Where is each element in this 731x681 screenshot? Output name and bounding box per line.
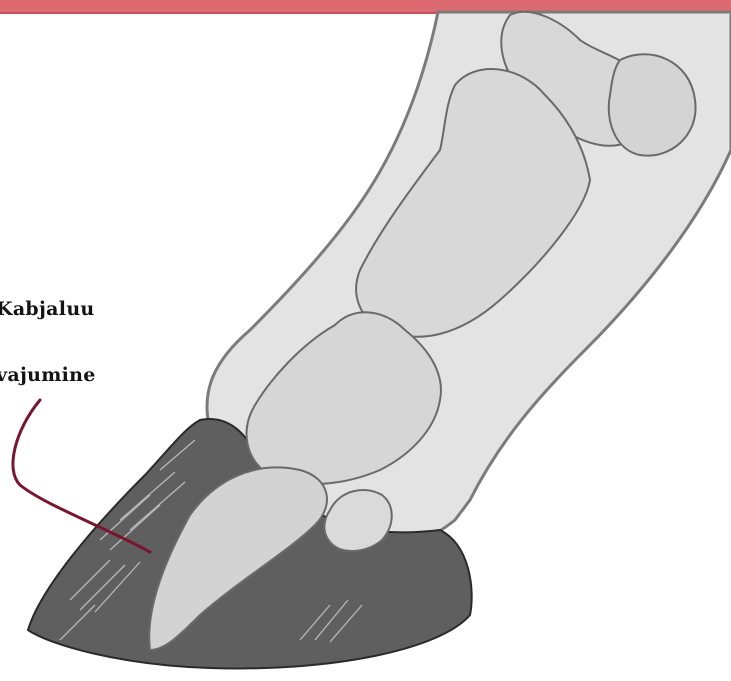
annotation-label-line-1: Kabjaluu [0, 298, 95, 320]
annotation-label-line-2: vajumine [0, 364, 96, 386]
